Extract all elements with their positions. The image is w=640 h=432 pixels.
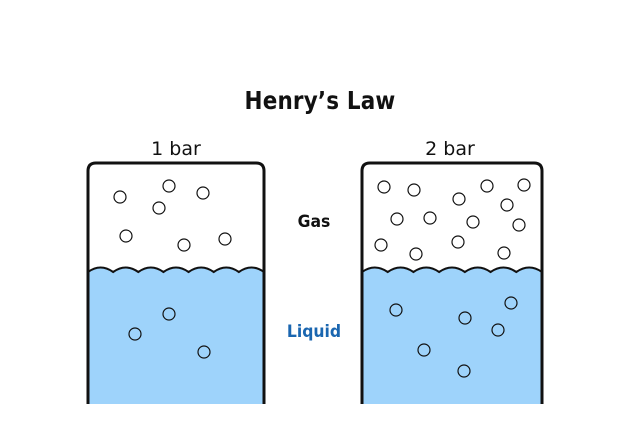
gas-molecule [466, 215, 480, 229]
liquid-label: Liquid [286, 322, 342, 342]
gas-molecule [152, 201, 166, 215]
gas-molecule [119, 229, 133, 243]
dissolved-molecule [491, 323, 505, 337]
dissolved-molecule [128, 327, 142, 341]
gas-molecule [512, 218, 526, 232]
liquid-surface [87, 266, 265, 274]
gas-molecule [517, 178, 531, 192]
left-pressure-label: 1 bar [151, 138, 201, 160]
right-pressure-label: 2 bar [425, 138, 475, 160]
container-outline [86, 161, 266, 404]
gas-molecule [113, 190, 127, 204]
gas-molecule [452, 192, 466, 206]
dissolved-molecule [197, 345, 211, 359]
liquid-fill [88, 267, 264, 404]
gas-molecule [177, 238, 191, 252]
gas-molecule [409, 247, 423, 261]
dissolved-molecule [162, 307, 176, 321]
gas-molecule [218, 232, 232, 246]
gas-molecule [162, 179, 176, 193]
gas-molecule [407, 183, 421, 197]
gas-molecule [390, 212, 404, 226]
gas-molecule [500, 198, 514, 212]
dissolved-molecule [389, 303, 403, 317]
dissolved-molecule [417, 343, 431, 357]
gas-molecule [377, 180, 391, 194]
dissolved-molecule [458, 311, 472, 325]
gas-molecule [480, 179, 494, 193]
diagram-title: Henry’s Law [244, 86, 396, 115]
gas-molecule [196, 186, 210, 200]
container-outline [360, 161, 544, 404]
gas-molecule [423, 211, 437, 225]
liquid-surface [361, 266, 543, 274]
gas-molecule [374, 238, 388, 252]
dissolved-molecule [457, 364, 471, 378]
liquid-fill [362, 267, 542, 404]
gas-label: Gas [297, 212, 331, 232]
gas-molecule [497, 246, 511, 260]
dissolved-molecule [504, 296, 518, 310]
gas-molecule [451, 235, 465, 249]
